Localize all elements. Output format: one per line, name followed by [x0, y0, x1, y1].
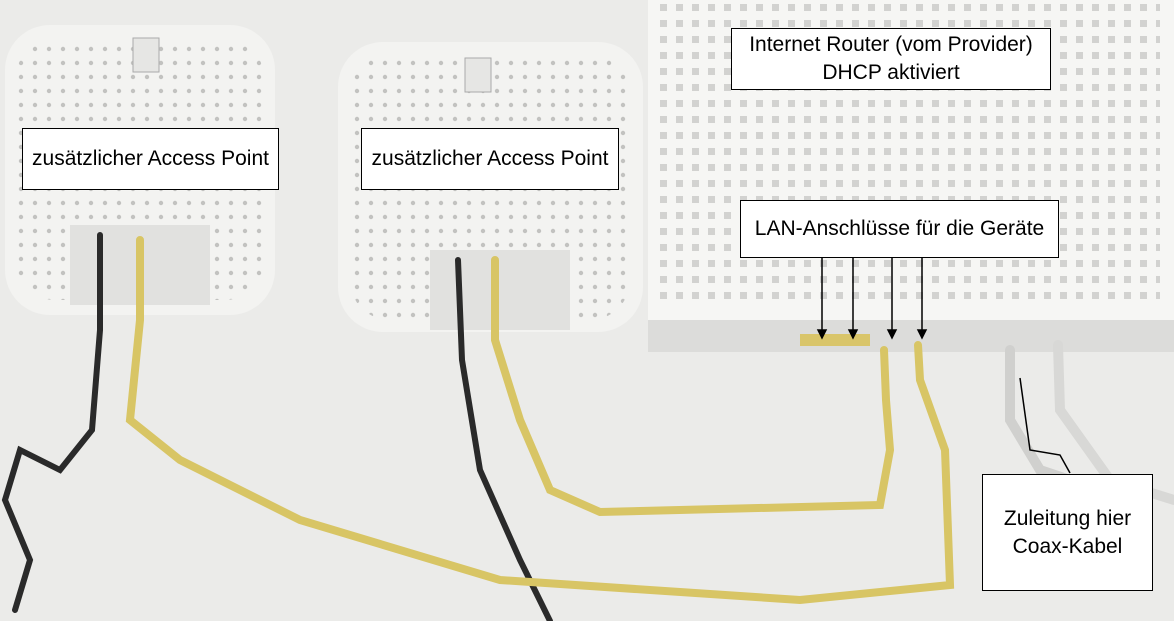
label-lan-ports: LAN-Anschlüsse für die Geräte — [740, 200, 1059, 258]
label-text: Zuleitung hier — [1003, 506, 1132, 530]
lan-port-arrows — [816, 257, 1071, 474]
label-text: LAN-Anschlüsse für die Geräte — [754, 217, 1045, 240]
label-access-point-2: zusätzlicher Access Point — [361, 128, 619, 190]
cables — [1, 232, 1174, 621]
label-access-point-1: zusätzlicher Access Point — [22, 128, 279, 190]
label-text: DHCP aktiviert — [822, 61, 960, 84]
label-text: zusätzlicher Access Point — [32, 147, 269, 170]
label-text: zusätzlicher Access Point — [371, 147, 609, 170]
label-text: Internet Router (vom Provider) — [749, 33, 1033, 56]
label-text: Coax-Kabel — [1012, 534, 1123, 558]
label-router: Internet Router (vom Provider) DHCP akti… — [731, 28, 1051, 90]
label-coax: Zuleitung hier Coax-Kabel — [982, 474, 1153, 591]
